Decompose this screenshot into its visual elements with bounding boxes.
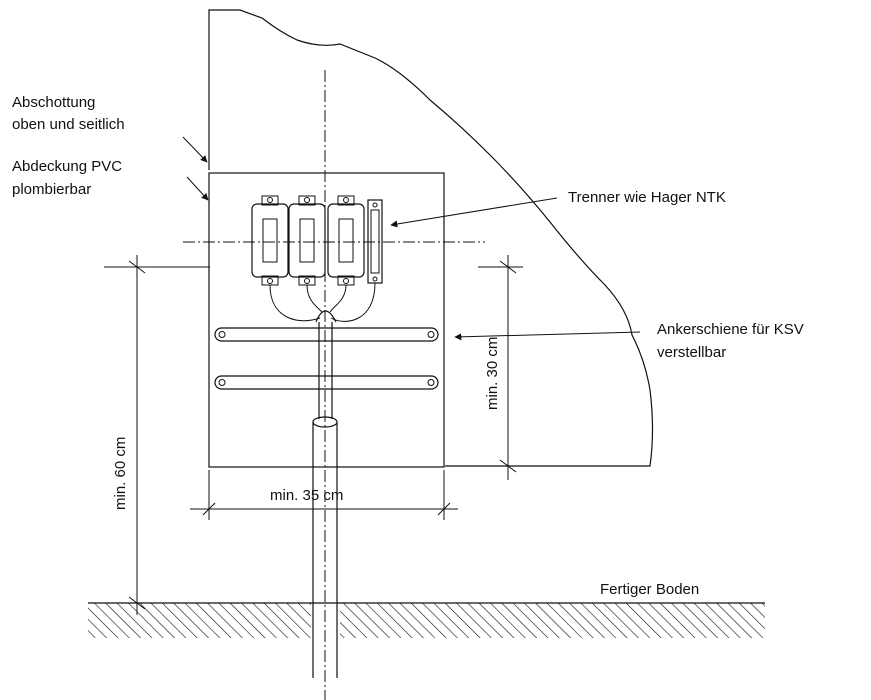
anchor-rail-lower bbox=[214, 375, 439, 390]
label-floor: Fertiger Boden bbox=[600, 581, 699, 598]
conduit-pipe bbox=[312, 416, 338, 678]
dimension-width-box bbox=[190, 470, 458, 520]
arrow-rail bbox=[454, 331, 641, 341]
label-shield-line1: Abschottung bbox=[12, 94, 95, 111]
arrow-shield bbox=[182, 136, 208, 163]
arrow-disconnector bbox=[390, 197, 558, 228]
cover-box bbox=[208, 172, 445, 468]
cable-inner bbox=[318, 322, 333, 419]
arrow-cover bbox=[186, 176, 209, 201]
disconnector-3 bbox=[327, 195, 365, 286]
floor-hatch-right bbox=[340, 603, 765, 638]
label-rail-line1: Ankerschiene für KSV bbox=[657, 321, 804, 338]
label-rail-line2: verstellbar bbox=[657, 344, 726, 361]
wires bbox=[269, 282, 376, 323]
label-disconnector: Trenner wie Hager NTK bbox=[568, 189, 726, 206]
label-dim-width-box: min. 35 cm bbox=[270, 487, 343, 504]
label-dim-height-box: min. 30 cm bbox=[484, 337, 501, 410]
label-shield-line2: oben und seitlich bbox=[12, 116, 125, 133]
label-cover-line1: Abdeckung PVC bbox=[12, 158, 122, 175]
floor-hatch-left bbox=[88, 603, 311, 638]
wall-outline bbox=[208, 9, 654, 467]
dimension-height-box bbox=[476, 255, 523, 480]
dimension-height-total bbox=[104, 255, 210, 615]
anchor-rail-upper bbox=[214, 327, 439, 342]
disconnector-1 bbox=[251, 195, 289, 286]
disconnector-2 bbox=[288, 195, 326, 286]
label-cover-line2: plombierbar bbox=[12, 181, 91, 198]
label-dim-height-total: min. 60 cm bbox=[112, 437, 129, 510]
